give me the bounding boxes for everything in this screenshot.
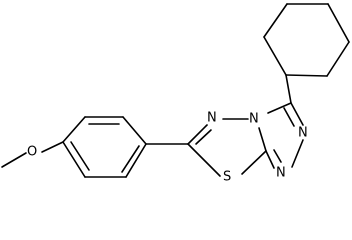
benzene-ring	[62, 116, 147, 178]
atom-label-n-upper-left: N	[207, 111, 217, 126]
bond-o-ring	[41, 141, 64, 153]
atom-label-s: S	[223, 170, 231, 185]
bond-c-n-double-inner	[195, 129, 212, 145]
bond-cy-6	[285, 74, 328, 77]
methoxy-group	[1, 141, 64, 168]
atom-label-methoxy-o: O	[27, 145, 37, 160]
triazole-ring	[265, 102, 304, 169]
bond-n-c-lower	[265, 150, 275, 169]
bond-cy-2	[263, 3, 288, 38]
bond-cy-5	[326, 41, 350, 77]
bond-c-n-double	[187, 124, 208, 145]
bond-methyl-o	[1, 152, 27, 168]
bond-benz-inner-3	[70, 141, 90, 171]
bond-benz-6	[62, 141, 86, 178]
bond-n-n-right	[291, 139, 304, 168]
bond-c3-n	[290, 102, 304, 126]
bond-n-c3	[267, 102, 292, 114]
bond-cy-4	[327, 3, 350, 43]
bond-s-c	[187, 143, 221, 177]
bond-c3-n-inner	[283, 107, 295, 127]
cyclohexyl-ring	[263, 3, 350, 77]
atom-label-n-lower: N	[276, 166, 286, 181]
bond-benz-4	[125, 143, 147, 178]
bond-cy-1	[263, 36, 287, 76]
bond-benz-inner-2	[121, 145, 140, 173]
atom-label-n-right: N	[298, 126, 308, 141]
bond-n-c-lower-inner	[273, 149, 282, 163]
molecule-structure: O N N N N S	[1, 3, 350, 185]
atom-label-n-bridge: N	[249, 112, 259, 127]
bond-benz-3	[122, 116, 147, 145]
bond-c-s	[241, 150, 267, 175]
bond-n-c-fused	[258, 127, 267, 152]
bond-c3-cyclohexyl	[285, 74, 292, 104]
bond-benz-1	[62, 116, 86, 143]
thiadiazole-ring	[187, 118, 267, 177]
